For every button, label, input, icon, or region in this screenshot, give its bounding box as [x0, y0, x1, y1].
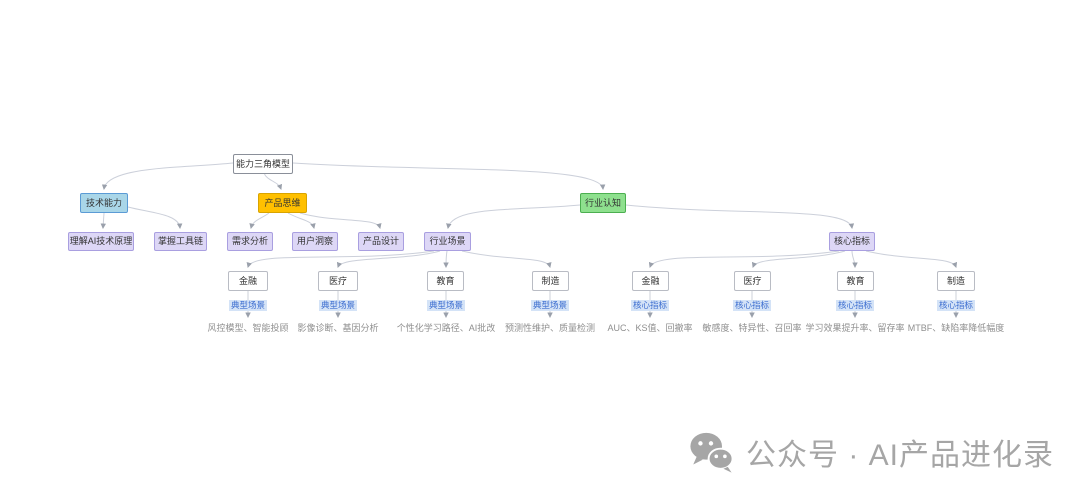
edge-label-typical-scene: 典型场景	[426, 300, 466, 311]
node-user-insight: 用户洞察	[292, 232, 338, 251]
node-master-toolchain: 掌握工具链	[154, 232, 207, 251]
watermark-brand-text: 公众号 · AI产品进化录	[746, 439, 1055, 472]
node-product-design: 产品设计	[358, 232, 404, 251]
edge-label-core-metric: 核心指标	[936, 300, 976, 311]
node-metric-education: 教育	[837, 271, 874, 291]
node-tech-ability: 技术能力	[80, 193, 128, 213]
detail-metric-healthcare: 敏感度、特异性、召回率	[702, 323, 802, 333]
node-metric-finance: 金融	[632, 271, 669, 291]
node-scene-education: 教育	[427, 271, 464, 291]
node-scene-healthcare: 医疗	[318, 271, 358, 291]
detail-metric-manufacturing: MTBF、缺陷率降低幅度	[907, 323, 1005, 333]
edge-label-typical-scene: 典型场景	[228, 300, 268, 311]
edge-label-typical-scene: 典型场景	[318, 300, 358, 311]
node-product-thinking: 产品思维	[258, 193, 307, 213]
node-scene-finance: 金融	[228, 271, 268, 291]
node-scene-manufacturing: 制造	[532, 271, 569, 291]
watermark: 公众号 · AI产品进化录	[688, 430, 1054, 474]
detail-metric-education: 学习效果提升率、留存率	[805, 323, 905, 333]
node-industry-scenes: 行业场景	[424, 232, 471, 251]
edge-label-core-metric: 核心指标	[835, 300, 875, 311]
detail-scene-healthcare: 影像诊断、基因分析	[297, 323, 379, 333]
node-metric-manufacturing: 制造	[937, 271, 975, 291]
edge-label-typical-scene: 典型场景	[530, 300, 570, 311]
detail-scene-finance: 风控模型、智能投顾	[207, 323, 289, 333]
node-metric-healthcare: 医疗	[734, 271, 771, 291]
node-industry-insight: 行业认知	[580, 193, 626, 213]
detail-scene-manufacturing: 预测性维护、质量检测	[504, 323, 596, 333]
node-requirement-analysis: 需求分析	[227, 232, 273, 251]
edge-label-core-metric: 核心指标	[732, 300, 772, 311]
detail-scene-education: 个性化学习路径、AI批改	[396, 323, 496, 333]
node-understand-ai-principles: 理解AI技术原理	[68, 232, 134, 251]
edge-label-core-metric: 核心指标	[630, 300, 670, 311]
wechat-icon	[688, 430, 734, 474]
detail-metric-finance: AUC、KS值、回撤率	[607, 323, 693, 333]
node-root-capability-triangle: 能力三角模型	[233, 154, 293, 174]
node-core-metrics: 核心指标	[829, 232, 875, 251]
